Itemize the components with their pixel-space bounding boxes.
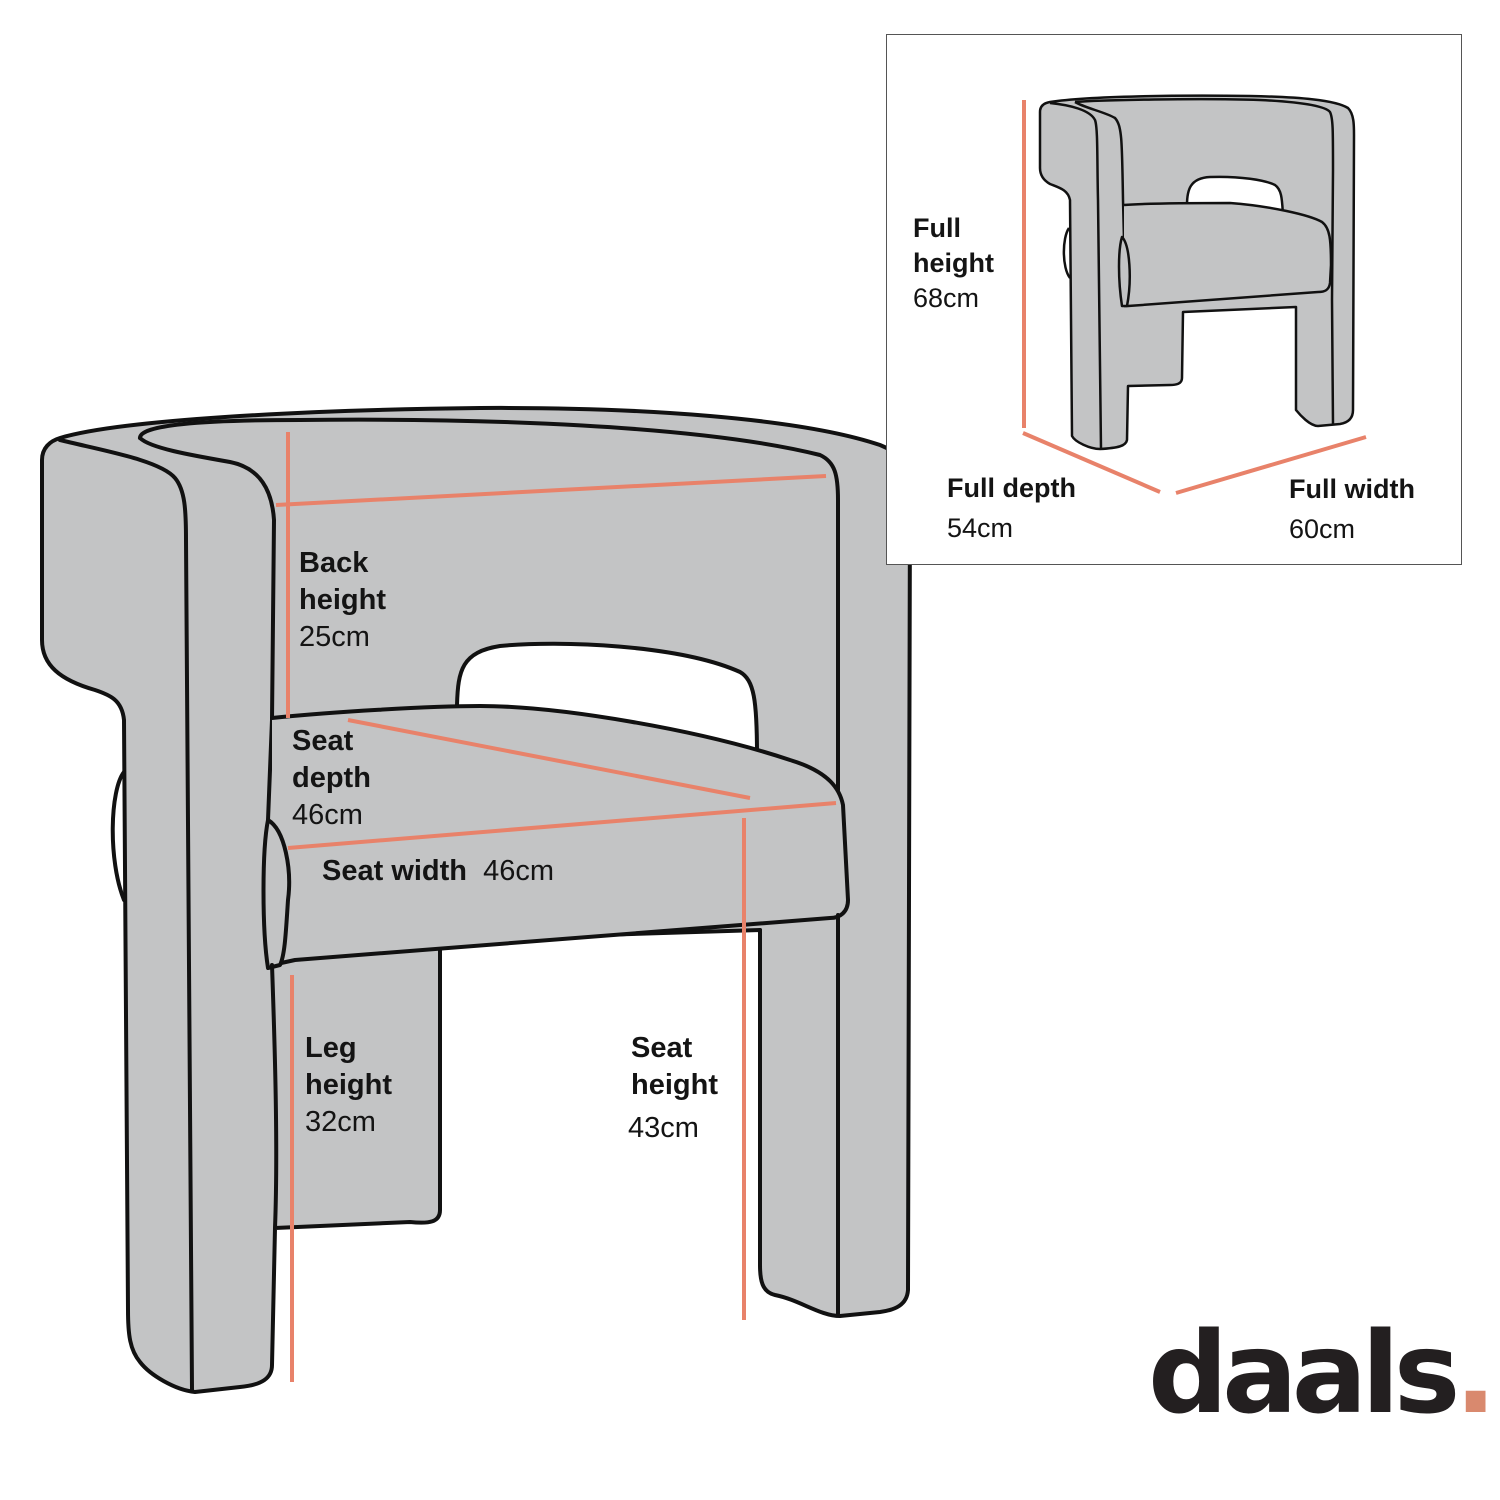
- full-width-line: [1175, 435, 1367, 495]
- back-height-value: 25cm: [299, 621, 370, 653]
- seat-depth-label: Seat depth 46cm: [292, 723, 371, 834]
- full-width-label: Full width 60cm: [1289, 469, 1415, 549]
- seat-depth-value: 46cm: [292, 799, 363, 831]
- seat-depth-line: [347, 718, 751, 800]
- seat-width-value: 46cm: [483, 855, 554, 887]
- seat-depth-title-2: depth: [292, 762, 371, 794]
- seat-depth-title-1: Seat: [292, 725, 354, 757]
- leg-height-title-1: Leg: [305, 1032, 357, 1064]
- full-height-label: Full height 68cm: [913, 211, 994, 316]
- leg-height-value: 32cm: [305, 1106, 376, 1138]
- seat-height-title-2: height: [631, 1069, 718, 1101]
- back-height-title-2: height: [299, 584, 386, 616]
- leg-height-label: Leg height 32cm: [305, 1030, 392, 1141]
- seat-width-line: [287, 801, 837, 850]
- logo-dot: .: [1454, 1309, 1497, 1439]
- daals-logo: daals.: [1148, 1318, 1497, 1430]
- seat-height-title-1: Seat: [631, 1032, 693, 1064]
- full-height-value: 68cm: [913, 283, 980, 313]
- full-height-title-1: Full: [913, 213, 961, 243]
- seat-width-label: Seat width 46cm: [322, 853, 554, 890]
- seat-height-label: Seat height 43cm: [628, 1030, 718, 1147]
- seat-width-title: Seat width: [322, 855, 468, 887]
- logo-wordmark: daals: [1148, 1309, 1460, 1439]
- full-depth-label: Full depth 54cm: [947, 468, 1076, 548]
- back-height-title-1: Back: [299, 547, 369, 579]
- back-width-line: [275, 474, 827, 507]
- full-depth-title: Full depth: [947, 473, 1076, 503]
- back-height-label: Back height 25cm: [299, 545, 386, 656]
- full-depth-line: [1022, 431, 1161, 494]
- full-width-value: 60cm: [1289, 514, 1356, 544]
- leg-height-title-2: height: [305, 1069, 392, 1101]
- full-width-title: Full width: [1289, 474, 1415, 504]
- full-depth-value: 54cm: [947, 513, 1014, 543]
- seat-height-value: 43cm: [628, 1112, 699, 1144]
- full-height-title-2: height: [913, 248, 994, 278]
